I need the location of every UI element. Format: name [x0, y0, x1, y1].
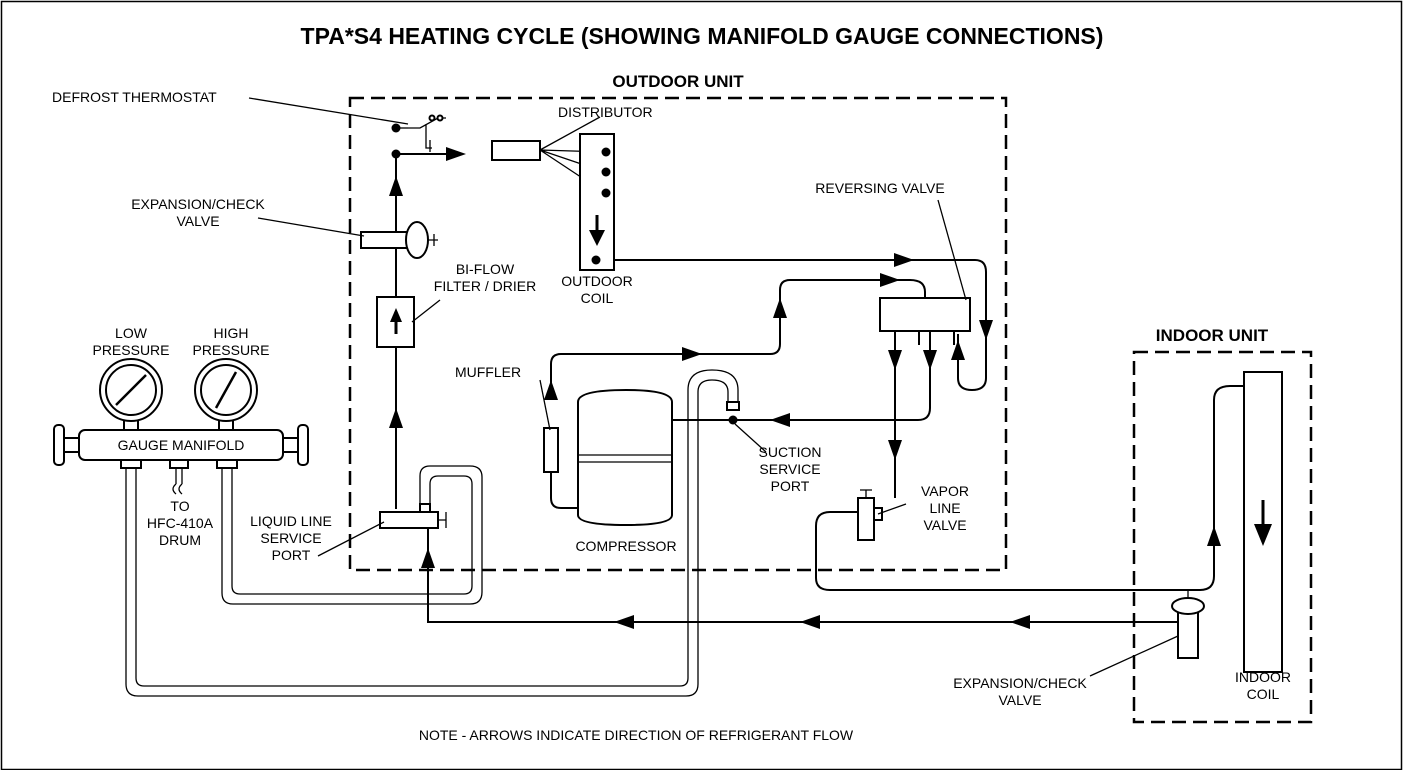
- flow-arrow: [923, 350, 937, 370]
- flow-arrow: [894, 253, 914, 267]
- bi-flow-label-1: BI-FLOW: [456, 261, 515, 277]
- drum-label-1: TO: [170, 498, 189, 514]
- indoor-expansion-check-valve: [1171, 590, 1205, 659]
- low-pressure-hose-inner: [135, 369, 739, 687]
- drum-label-3: DRUM: [159, 532, 201, 548]
- low-pressure-gauge: [99, 358, 163, 431]
- indoor-exp-valve-label-2: VALVE: [998, 692, 1041, 708]
- gauge-manifold-label: GAUGE MANIFOLD: [118, 437, 245, 453]
- flow-arrow: [544, 380, 558, 400]
- coil-port-1: [601, 147, 611, 157]
- flow-arrow: [614, 615, 634, 629]
- distributor-label: DISTRIBUTOR: [558, 104, 653, 120]
- outdoor-unit-label: OUTDOOR UNIT: [612, 72, 744, 91]
- suction-label-3: PORT: [771, 478, 810, 494]
- indoor-exp-valve-label-1: EXPANSION/CHECK: [953, 675, 1087, 691]
- coil-to-reversing-pipe: [596, 259, 987, 352]
- muffler-pipe: [550, 472, 578, 509]
- outdoor-coil-label-2: COIL: [581, 290, 614, 306]
- diagram-title: TPA*S4 HEATING CYCLE (SHOWING MANIFOLD G…: [301, 23, 1104, 49]
- compressor: [577, 388, 673, 527]
- reversing-valve: [879, 297, 971, 332]
- suction-label-2: SERVICE: [759, 461, 820, 477]
- indoor-coil-label-1: INDOOR: [1235, 669, 1291, 685]
- liquid-line-lower: [427, 528, 1188, 623]
- outdoor-coil-label-1: OUTDOOR: [561, 273, 633, 289]
- flow-arrow: [979, 320, 993, 340]
- high-pressure-gauge: [194, 358, 258, 431]
- reversing-loop-right: [957, 334, 987, 392]
- vapor-label-2: LINE: [929, 500, 960, 516]
- high-pressure-label-1: HIGH: [214, 325, 249, 341]
- defrost-thermostat: [408, 114, 446, 152]
- muffler: [543, 427, 559, 473]
- compressor-label: COMPRESSOR: [575, 538, 676, 554]
- muffler-label: MUFFLER: [455, 364, 521, 380]
- drum-hose: [172, 466, 183, 495]
- flow-arrow: [880, 273, 900, 287]
- indoor-coil-label-2: COIL: [1247, 686, 1280, 702]
- low-pressure-label-2: PRESSURE: [92, 342, 169, 358]
- flow-arrow: [888, 350, 902, 370]
- flow-arrow: [888, 440, 902, 460]
- low-pressure-label-1: LOW: [115, 325, 148, 341]
- coil-port-out: [591, 255, 601, 265]
- liquid-line-label-1: LIQUID LINE: [250, 513, 332, 529]
- outdoor-unit-boundary: [348, 96, 1008, 572]
- vapor-line-valve: [857, 489, 883, 541]
- reversing-to-suction: [740, 345, 931, 421]
- flow-arrow: [1010, 615, 1030, 629]
- liquid-line-label-2: SERVICE: [260, 530, 321, 546]
- indoor-unit-label: INDOOR UNIT: [1156, 326, 1269, 345]
- high-pressure-label-2: PRESSURE: [192, 342, 269, 358]
- defrost-thermostat-label: DEFROST THERMOSTAT: [52, 89, 217, 105]
- flow-arrow: [951, 340, 965, 360]
- suction-service-port: [726, 401, 740, 425]
- flow-arrow: [421, 548, 435, 568]
- distributor: [491, 140, 541, 161]
- liquid-line-label-3: PORT: [272, 547, 311, 563]
- leader-lines: [248, 97, 1179, 677]
- flow-arrow: [800, 615, 820, 629]
- flow-note: NOTE - ARROWS INDICATE DIRECTION OF REFR…: [419, 727, 854, 743]
- high-pressure-hose-inner: [231, 466, 473, 595]
- vapor-label-3: VALVE: [923, 517, 966, 533]
- gauge-manifold: [53, 424, 309, 469]
- outdoor-exp-valve-label-1: EXPANSION/CHECK: [131, 196, 265, 212]
- vapor-line: [815, 385, 1244, 591]
- flow-arrow: [1207, 526, 1221, 546]
- outdoor-exp-valve-label-2: VALVE: [176, 213, 219, 229]
- flow-arrow: [389, 176, 403, 196]
- flow-arrow: [389, 408, 403, 428]
- coil-port-3: [601, 188, 611, 198]
- low-pressure-hose-outer: [125, 379, 729, 697]
- outdoor-expansion-check-valve: [360, 221, 438, 259]
- flow-arrow: [446, 147, 466, 161]
- drum-label-2: HFC-410A: [147, 515, 214, 531]
- high-pressure-hose-outer: [221, 465, 483, 605]
- vapor-label-1: VAPOR: [921, 483, 969, 499]
- reversing-valve-label: REVERSING VALVE: [815, 180, 944, 196]
- outdoor-coil: [579, 133, 615, 271]
- flow-arrow: [773, 298, 787, 318]
- suction-label-1: SUCTION: [759, 444, 822, 460]
- coil-port-2: [601, 167, 611, 177]
- flow-arrow: [770, 413, 790, 427]
- flow-arrow: [682, 347, 702, 361]
- liquid-line-service-port: [379, 503, 447, 529]
- flow-arrows: [389, 147, 1221, 629]
- bi-flow-label-2: FILTER / DRIER: [434, 278, 536, 294]
- indoor-unit-boundary: [1132, 350, 1313, 724]
